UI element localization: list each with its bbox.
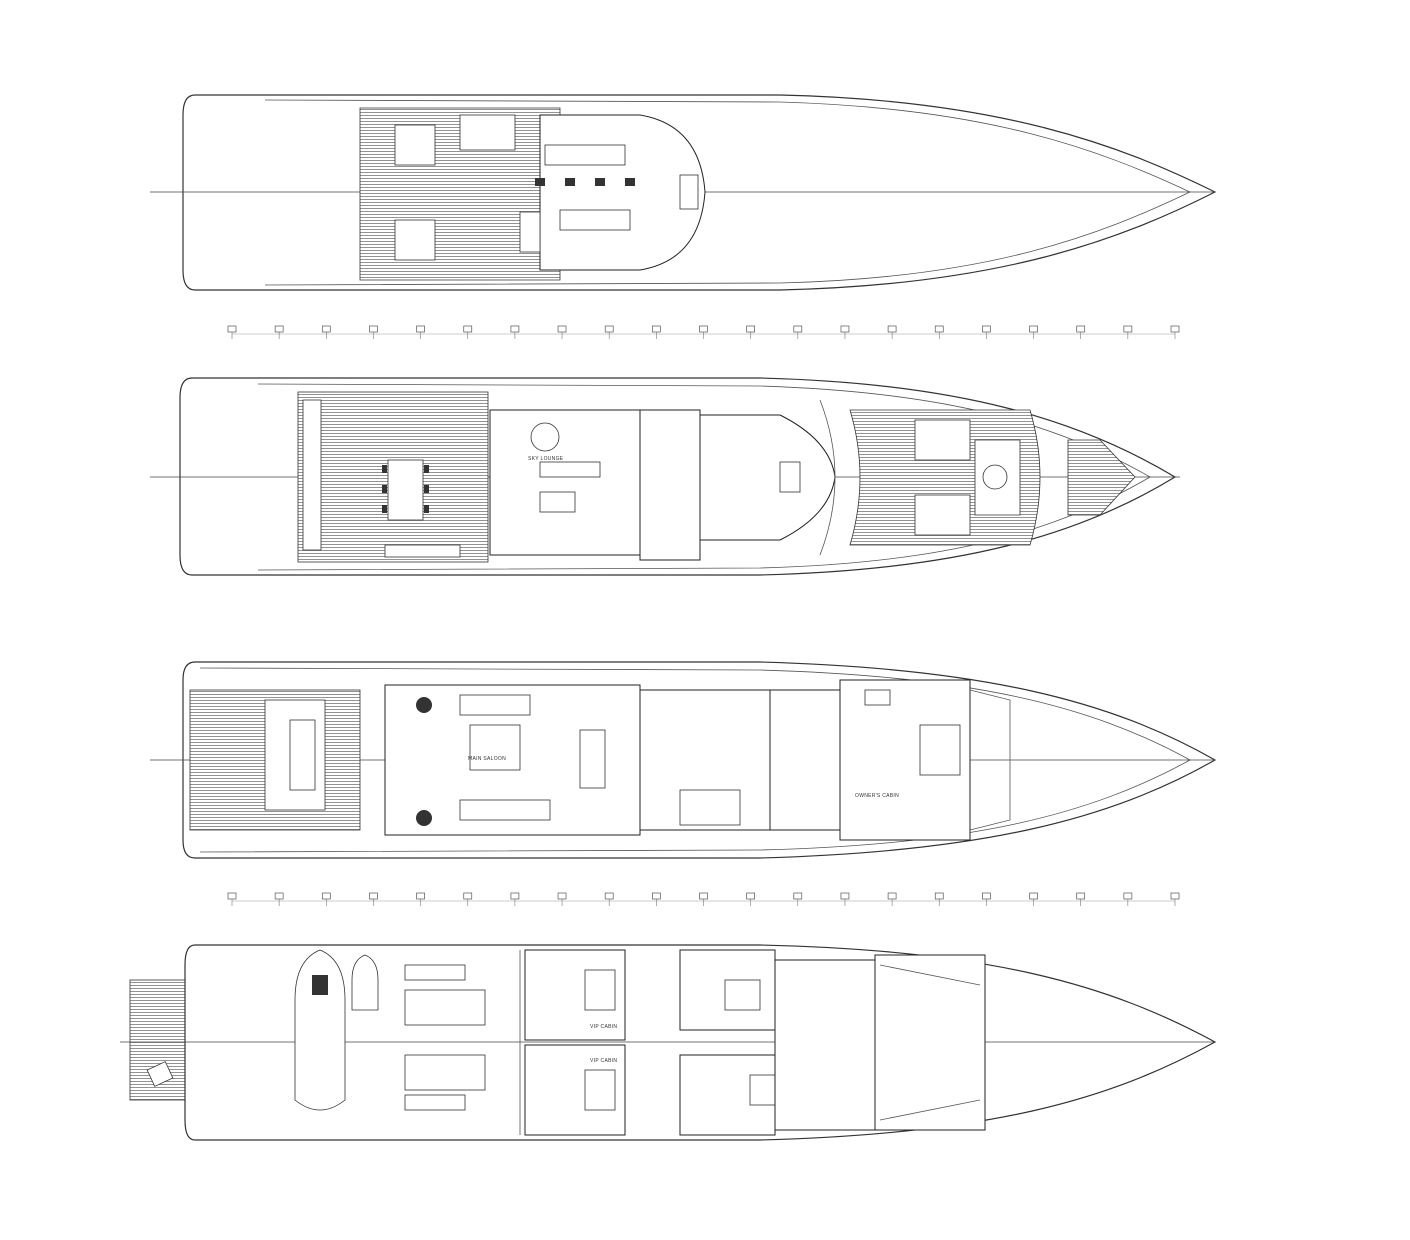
frame-marker bbox=[1076, 325, 1086, 333]
frame-marker bbox=[321, 892, 331, 900]
frame-marker bbox=[416, 892, 425, 900]
frame-marker bbox=[369, 325, 378, 333]
frame-marker bbox=[604, 325, 614, 333]
owners-cabin-label: OWNER'S CABIN bbox=[855, 793, 899, 799]
sun-deck-plan bbox=[150, 94, 1217, 291]
frame-marker bbox=[463, 325, 473, 333]
vip-cabin-label-port: VIP CABIN bbox=[590, 1024, 617, 1030]
frame-marker bbox=[1123, 325, 1133, 333]
frame-marker bbox=[557, 892, 567, 900]
frame-marker bbox=[510, 325, 520, 333]
main-deck-hull-outline bbox=[182, 661, 1217, 859]
frame-marker bbox=[1123, 892, 1133, 900]
frame-marker bbox=[793, 892, 803, 900]
frame-marker bbox=[651, 892, 661, 900]
frame-marker bbox=[274, 892, 284, 900]
frame-marker bbox=[887, 325, 897, 333]
frame-marker bbox=[510, 892, 520, 900]
frame-marker bbox=[840, 325, 850, 333]
frame-marker bbox=[982, 892, 991, 900]
frame-ruler-bottom bbox=[227, 892, 1180, 906]
vip-cabin-label-starboard: VIP CABIN bbox=[590, 1058, 617, 1064]
frame-marker bbox=[227, 325, 237, 333]
frame-marker bbox=[746, 325, 756, 333]
bridge-deck-plan: SKY LOUNGE bbox=[150, 377, 1180, 576]
frame-marker bbox=[699, 325, 708, 333]
frame-marker bbox=[227, 892, 237, 900]
frame-marker bbox=[793, 325, 803, 333]
jet-ski bbox=[351, 954, 379, 1011]
frame-marker bbox=[1029, 325, 1038, 333]
main-saloon-label: MAIN SALOON bbox=[468, 756, 506, 762]
main-deck-plan: MAIN SALOON OWNER'S CABIN bbox=[150, 661, 1217, 859]
frame-marker bbox=[840, 892, 850, 900]
frame-marker bbox=[934, 325, 944, 333]
frame-marker bbox=[1170, 325, 1180, 333]
sky-lounge-room bbox=[489, 409, 641, 556]
frame-marker bbox=[1170, 892, 1180, 900]
frame-marker bbox=[699, 892, 708, 900]
frame-marker bbox=[651, 325, 661, 333]
frame-marker bbox=[463, 892, 473, 900]
tender bbox=[294, 949, 346, 1111]
frame-marker bbox=[1076, 892, 1086, 900]
frame-marker bbox=[982, 325, 991, 333]
frame-marker bbox=[934, 892, 944, 900]
frame-marker bbox=[274, 325, 284, 333]
frame-marker bbox=[557, 325, 567, 333]
frame-marker bbox=[321, 325, 331, 333]
lower-deck-plan: VIP CABIN VIP CABIN bbox=[120, 944, 1217, 1141]
sun-deck-hull-outline bbox=[182, 94, 1217, 291]
frame-marker bbox=[1029, 892, 1038, 900]
lower-deck-hull-outline bbox=[184, 944, 1217, 1141]
wheelhouse bbox=[699, 414, 836, 541]
frame-marker bbox=[369, 892, 378, 900]
frame-marker bbox=[416, 325, 425, 333]
frame-ruler-top bbox=[227, 325, 1180, 339]
frame-marker bbox=[887, 892, 897, 900]
frame-marker bbox=[746, 892, 756, 900]
frame-marker bbox=[604, 892, 614, 900]
sky-lounge-label: SKY LOUNGE bbox=[528, 456, 564, 462]
